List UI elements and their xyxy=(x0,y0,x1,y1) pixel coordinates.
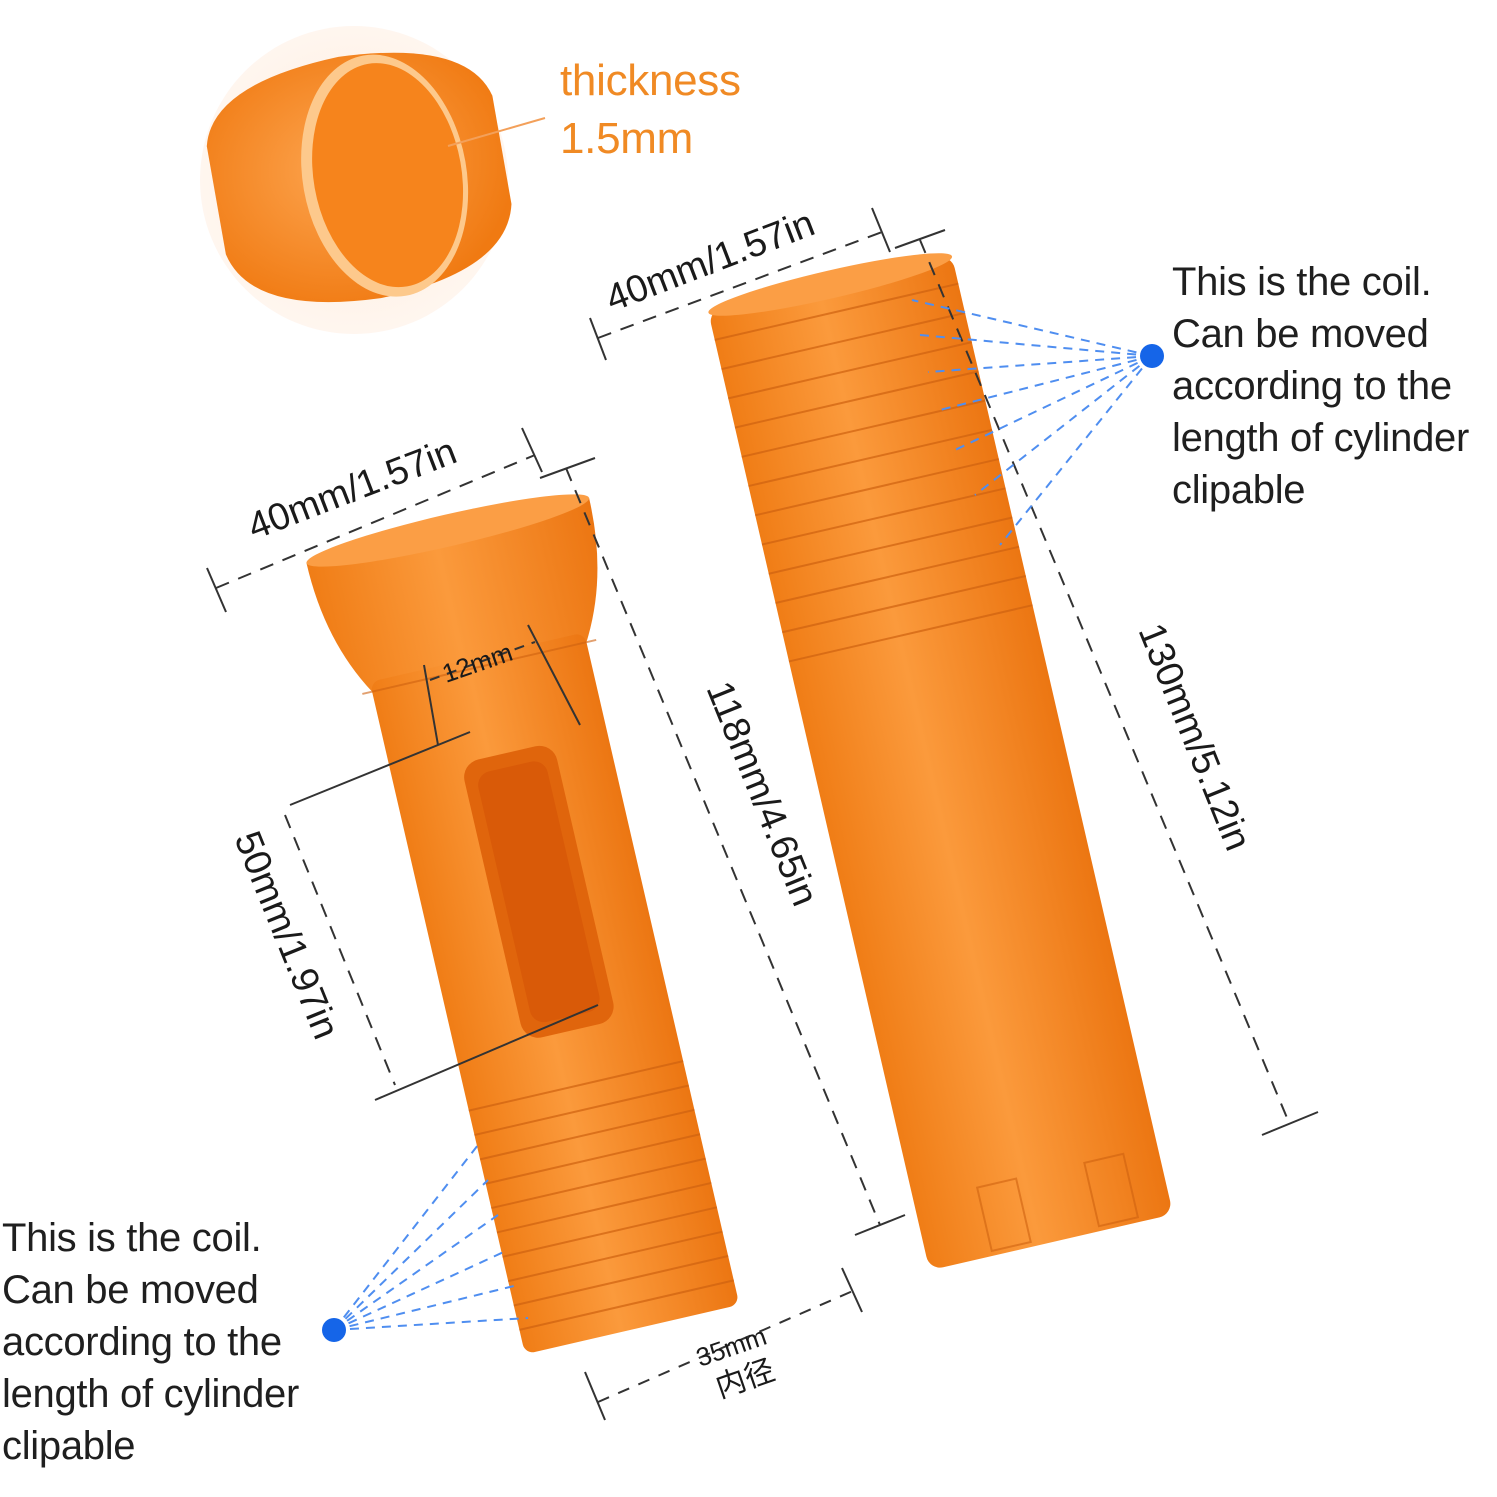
thickness-leader-line xyxy=(447,117,546,147)
coil-note-right: This is the coil. Can be moved according… xyxy=(1172,256,1469,516)
coil-note-right-line-5: clipable xyxy=(1172,468,1306,512)
coil-note-left-line-4: length of cylinder xyxy=(2,1372,300,1416)
thickness-value: 1.5mm xyxy=(560,114,693,163)
cap-inner xyxy=(312,63,464,288)
coil-note-right-line-1: This is the coil. xyxy=(1172,260,1432,304)
coil-note-left-line-1: This is the coil. xyxy=(2,1216,262,1260)
coil-note-left-line-5: clipable xyxy=(2,1424,136,1468)
coil-marker-dot-right xyxy=(1140,344,1164,368)
coil-note-left-line-3: according to the xyxy=(2,1320,282,1364)
right-tube-bottom-tabs xyxy=(975,1152,1140,1253)
right-tube xyxy=(708,253,1171,1268)
right-tube-body xyxy=(710,257,1171,1268)
left-tube xyxy=(306,494,738,1353)
dimension-lines xyxy=(206,207,1319,1421)
right-tube-length-label: 130mm/5.12in xyxy=(1130,618,1259,857)
coil-note-right-line-3: according to the xyxy=(1172,364,1452,408)
left-tube-top-rim xyxy=(306,494,590,567)
left-tube-coil-rings xyxy=(468,1060,735,1331)
coil-marker-dot-left xyxy=(322,1318,346,1342)
coil-note-right-line-4: length of cylinder xyxy=(1172,416,1470,460)
coil-note-left-line-2: Can be moved xyxy=(2,1268,259,1312)
coil-note-left: This is the coil. Can be moved according… xyxy=(2,1212,299,1472)
right-tube-top-rim xyxy=(708,253,953,316)
coil-callout-rays-right xyxy=(911,299,1153,546)
thickness-detail xyxy=(200,26,546,334)
coil-callout-rays-left xyxy=(333,1144,529,1331)
coil-note-right-line-2: Can be moved xyxy=(1172,312,1429,356)
window-height-label: 50mm/1.97in xyxy=(226,826,347,1045)
thickness-label: thickness xyxy=(560,56,741,105)
thickness-callout: thickness 1.5mm xyxy=(560,52,741,168)
right-tube-coil-rings xyxy=(714,282,1033,663)
